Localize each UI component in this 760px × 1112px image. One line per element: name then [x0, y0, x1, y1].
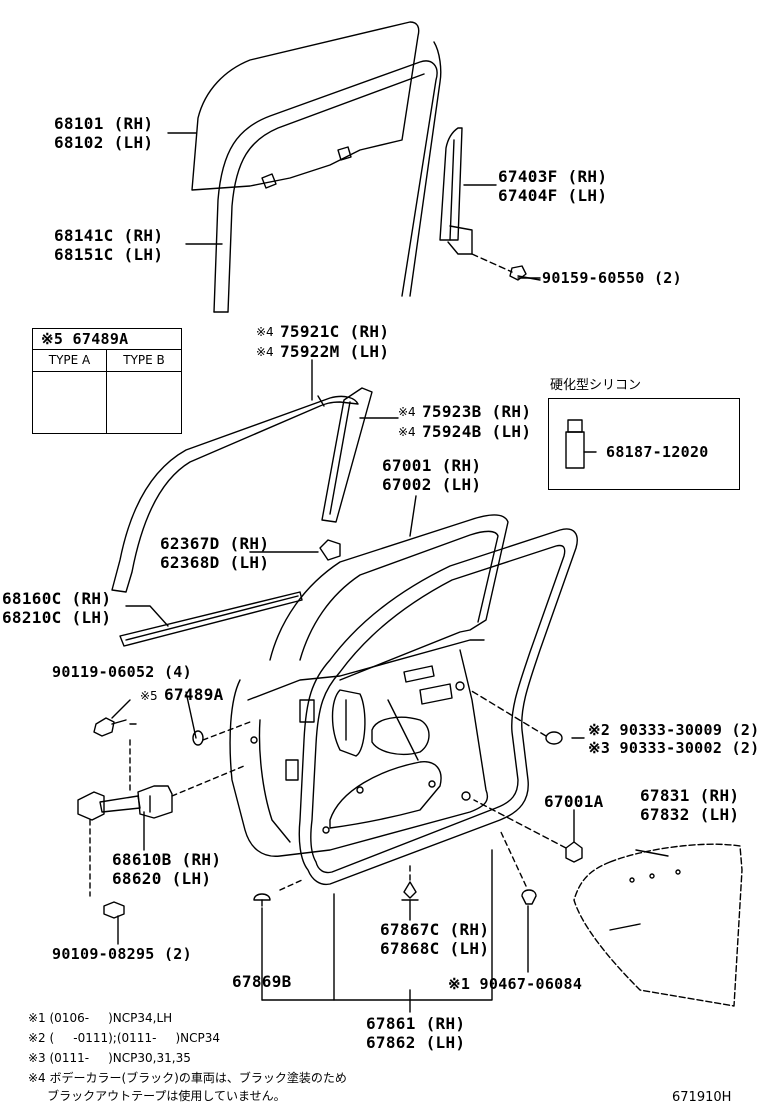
bolt-90109-drawing [103, 901, 125, 919]
screw-90119-drawing [93, 717, 127, 737]
plug-67001A-drawing [565, 841, 583, 863]
plug-type-table: ※5 67489A TYPE A TYPE B [32, 328, 182, 434]
note-mark-upper-rh: ※4 [256, 325, 274, 339]
plug-90333-drawing [545, 731, 563, 745]
clip-90467-drawing [521, 889, 537, 905]
footnote-3: ※3 (0111- )NCP30,31,35 [28, 1051, 191, 1065]
label-silicone-part: 68187-12020 [606, 443, 709, 461]
type-table-divider [106, 349, 107, 433]
pillar-moulding-drawing [321, 387, 373, 523]
label-belt-weatherstrip-lh: 68210C (LH) [2, 608, 112, 627]
leader-dashed [469, 689, 547, 737]
frame-moulding-drawing [439, 127, 473, 255]
label-run-lh: 68151C (LH) [54, 245, 164, 264]
diagram-id: 671910H [672, 1090, 732, 1105]
glass-run-drawing [213, 41, 442, 313]
label-plug-67489A: 67489A [164, 685, 224, 704]
label-upper-moulding-rh: 75921C (RH) [280, 322, 390, 341]
note-mark-upper-lh: ※4 [256, 345, 274, 359]
note-mark-plug: ※5 [140, 689, 158, 703]
label-cover-rh: 67831 (RH) [640, 786, 740, 805]
silicone-caption: 硬化型シリコン [550, 378, 642, 393]
label-upper-moulding-lh: 75922M (LH) [280, 342, 390, 361]
footnote-4-cont: ブラックアウトテープは使用していません。 [28, 1089, 286, 1103]
note-mark-pillar-rh: ※4 [398, 405, 416, 419]
silicone-bottle-drawing [565, 419, 597, 469]
clip-67869B-drawing [253, 893, 271, 907]
label-weatherstrip-rh: 67861 (RH) [366, 1014, 466, 1033]
type-table-title: ※5 67489A [41, 330, 129, 348]
label-plug-67001A: 67001A [544, 792, 604, 811]
belt-weatherstrip-drawing [119, 591, 303, 647]
label-check-rh: 68610B (RH) [112, 850, 222, 869]
label-plug-90333-b: ※3 90333-30002 (2) [588, 739, 760, 757]
label-clip-62367-rh: 62367D (RH) [160, 534, 270, 553]
door-weatherstrip-drawing [298, 528, 578, 886]
label-clip-90467: ※1 90467-06084 [448, 975, 583, 993]
leader-dashed [171, 765, 245, 797]
leader [185, 691, 197, 739]
label-weatherstrip-lh: 67862 (LH) [366, 1033, 466, 1052]
label-run-rh: 68141C (RH) [54, 226, 164, 245]
clip-67867C-drawing [401, 881, 419, 901]
leader-dashed [471, 253, 513, 273]
door-glass-drawing [191, 21, 420, 191]
label-door-panel-rh: 67001 (RH) [382, 456, 482, 475]
upper-moulding-drawing [111, 395, 359, 593]
leader [635, 849, 669, 857]
label-glass-rh: 68101 (RH) [54, 114, 154, 133]
label-clip-67869B: 67869B [232, 972, 292, 991]
service-hole-cover-drawing [573, 843, 743, 1007]
type-table-col-row [33, 349, 181, 372]
leader [409, 495, 417, 537]
label-screw-90119: 90119-06052 (4) [52, 663, 192, 681]
door-panel-drawing [229, 514, 509, 857]
label-bolt-90159: 90159-60550 (2) [542, 269, 682, 287]
note-mark-pillar-lh: ※4 [398, 425, 416, 439]
leader-dashed [473, 799, 567, 849]
leader [111, 699, 131, 719]
type-table-header: ※5 67489A [33, 329, 181, 350]
label-bolt-90109: 90109-08295 (2) [52, 945, 192, 963]
label-plug-90333-a: ※2 90333-30009 (2) [588, 721, 760, 739]
label-clip-62367-lh: 62368D (LH) [160, 553, 270, 572]
leader [125, 605, 169, 627]
label-frame-moulding-lh: 67404F (LH) [498, 186, 608, 205]
door-check-drawing [77, 785, 173, 821]
footnote-1: ※1 (0106- )NCP34,LH [28, 1011, 173, 1025]
type-a-header: TYPE A [48, 353, 91, 367]
footnote-2: ※2 ( -0111);(0111- )NCP34 [28, 1031, 221, 1045]
label-clip-67867-lh: 67868C (LH) [380, 939, 490, 958]
label-cover-lh: 67832 (LH) [640, 805, 740, 824]
label-belt-weatherstrip-rh: 68160C (RH) [2, 589, 112, 608]
label-frame-moulding-rh: 67403F (RH) [498, 167, 608, 186]
label-pillar-moulding-lh: 75924B (LH) [422, 422, 532, 441]
label-door-panel-lh: 67002 (LH) [382, 475, 482, 494]
label-glass-lh: 68102 (LH) [54, 133, 154, 152]
label-clip-67867-rh: 67867C (RH) [380, 920, 490, 939]
leader-dashed [202, 721, 251, 741]
label-check-lh: 68620 (LH) [112, 869, 212, 888]
silicone-box [548, 398, 740, 490]
clip-62367-drawing [319, 539, 341, 561]
label-pillar-moulding-rh: 75923B (RH) [422, 402, 532, 421]
leader [333, 999, 411, 1013]
leader-dashed [499, 829, 527, 887]
leader [409, 849, 493, 1001]
type-b-header: TYPE B [123, 353, 165, 367]
leader-dashed [279, 879, 303, 891]
footnote-4: ※4 ボデーカラー(ブラック)の車両は、ブラック塗装のため [28, 1071, 347, 1085]
